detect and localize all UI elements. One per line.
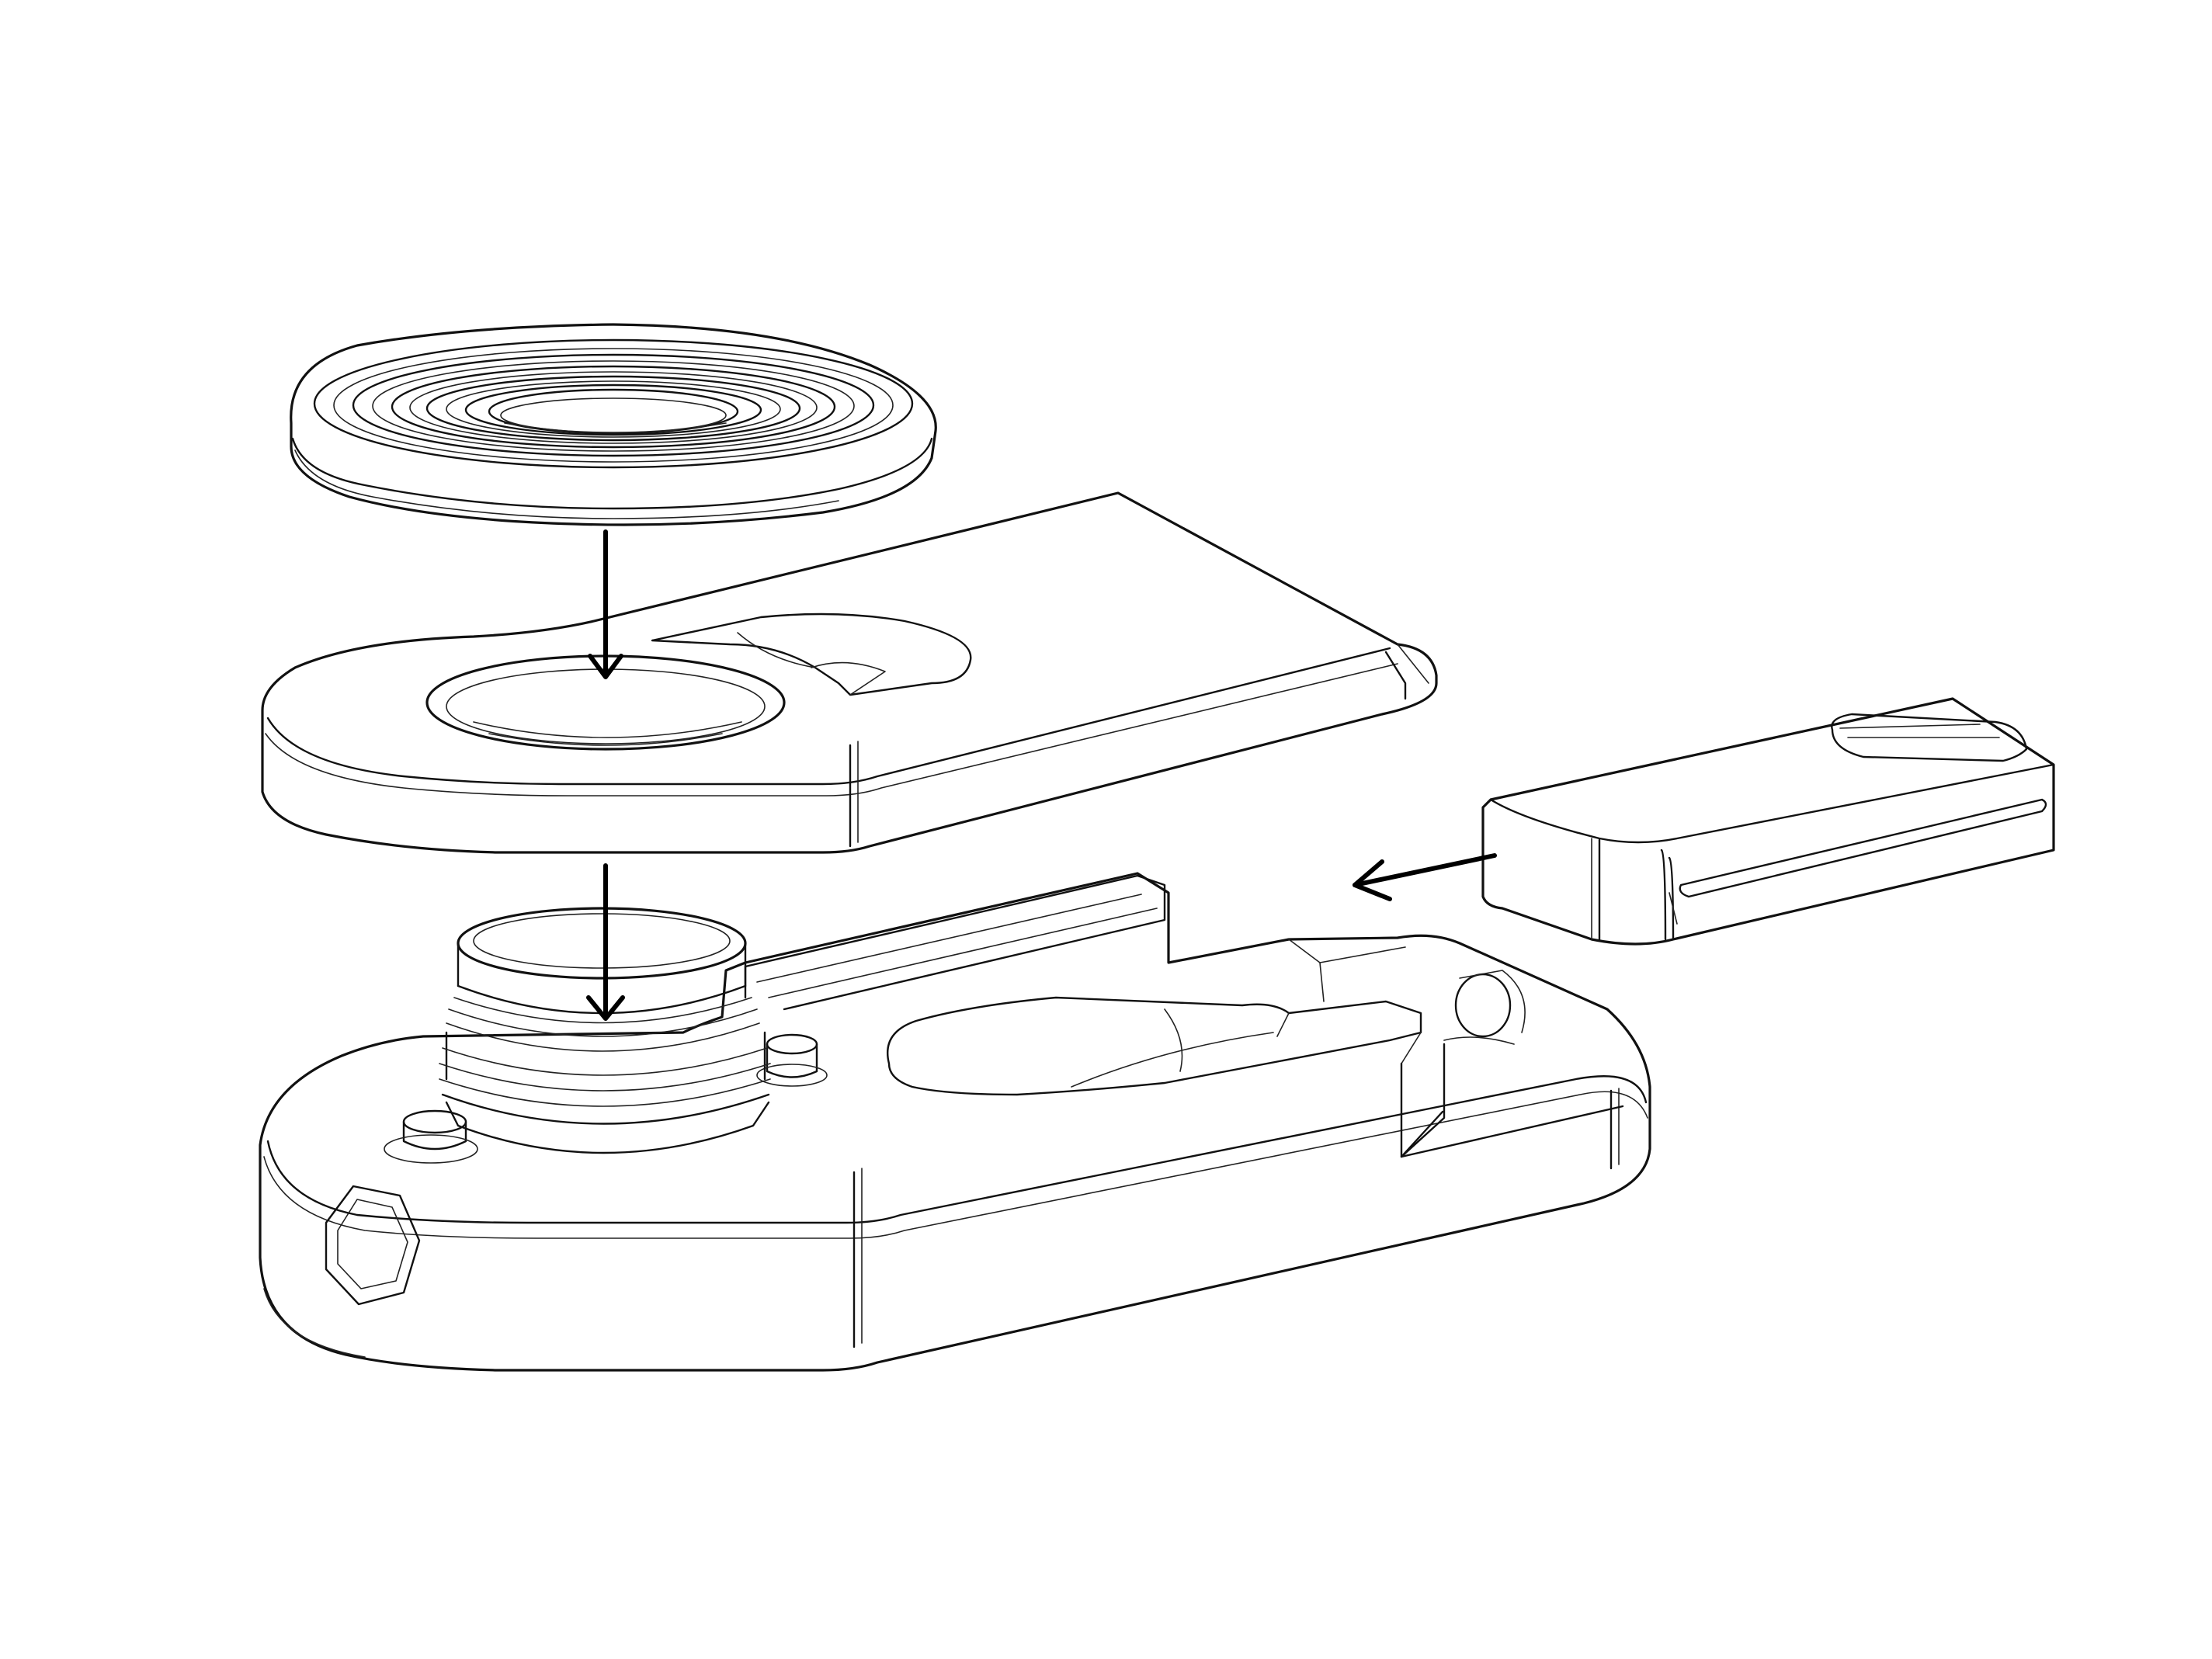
base-block-body <box>259 872 1651 1372</box>
plate-slot <box>651 613 972 696</box>
threaded-boss <box>439 907 771 1154</box>
top-plate-body <box>261 491 1438 854</box>
slide-key <box>1481 697 2055 946</box>
key-channel <box>1288 939 1624 1158</box>
arrow-washer-to-plate <box>588 529 623 679</box>
arrow-key-to-base <box>1353 853 1497 901</box>
small-peg-right <box>756 1033 828 1087</box>
small-peg <box>384 1109 478 1164</box>
key-slot <box>1831 713 2028 762</box>
arrow-plate-to-base <box>586 863 625 1021</box>
base-block <box>259 872 1651 1372</box>
washer-body <box>290 323 937 526</box>
top-plate <box>261 491 1438 854</box>
threaded-washer <box>290 323 937 526</box>
hex-socket-icon <box>325 1185 421 1306</box>
plate-hole <box>425 654 786 751</box>
slot-pocket <box>887 996 1422 1096</box>
